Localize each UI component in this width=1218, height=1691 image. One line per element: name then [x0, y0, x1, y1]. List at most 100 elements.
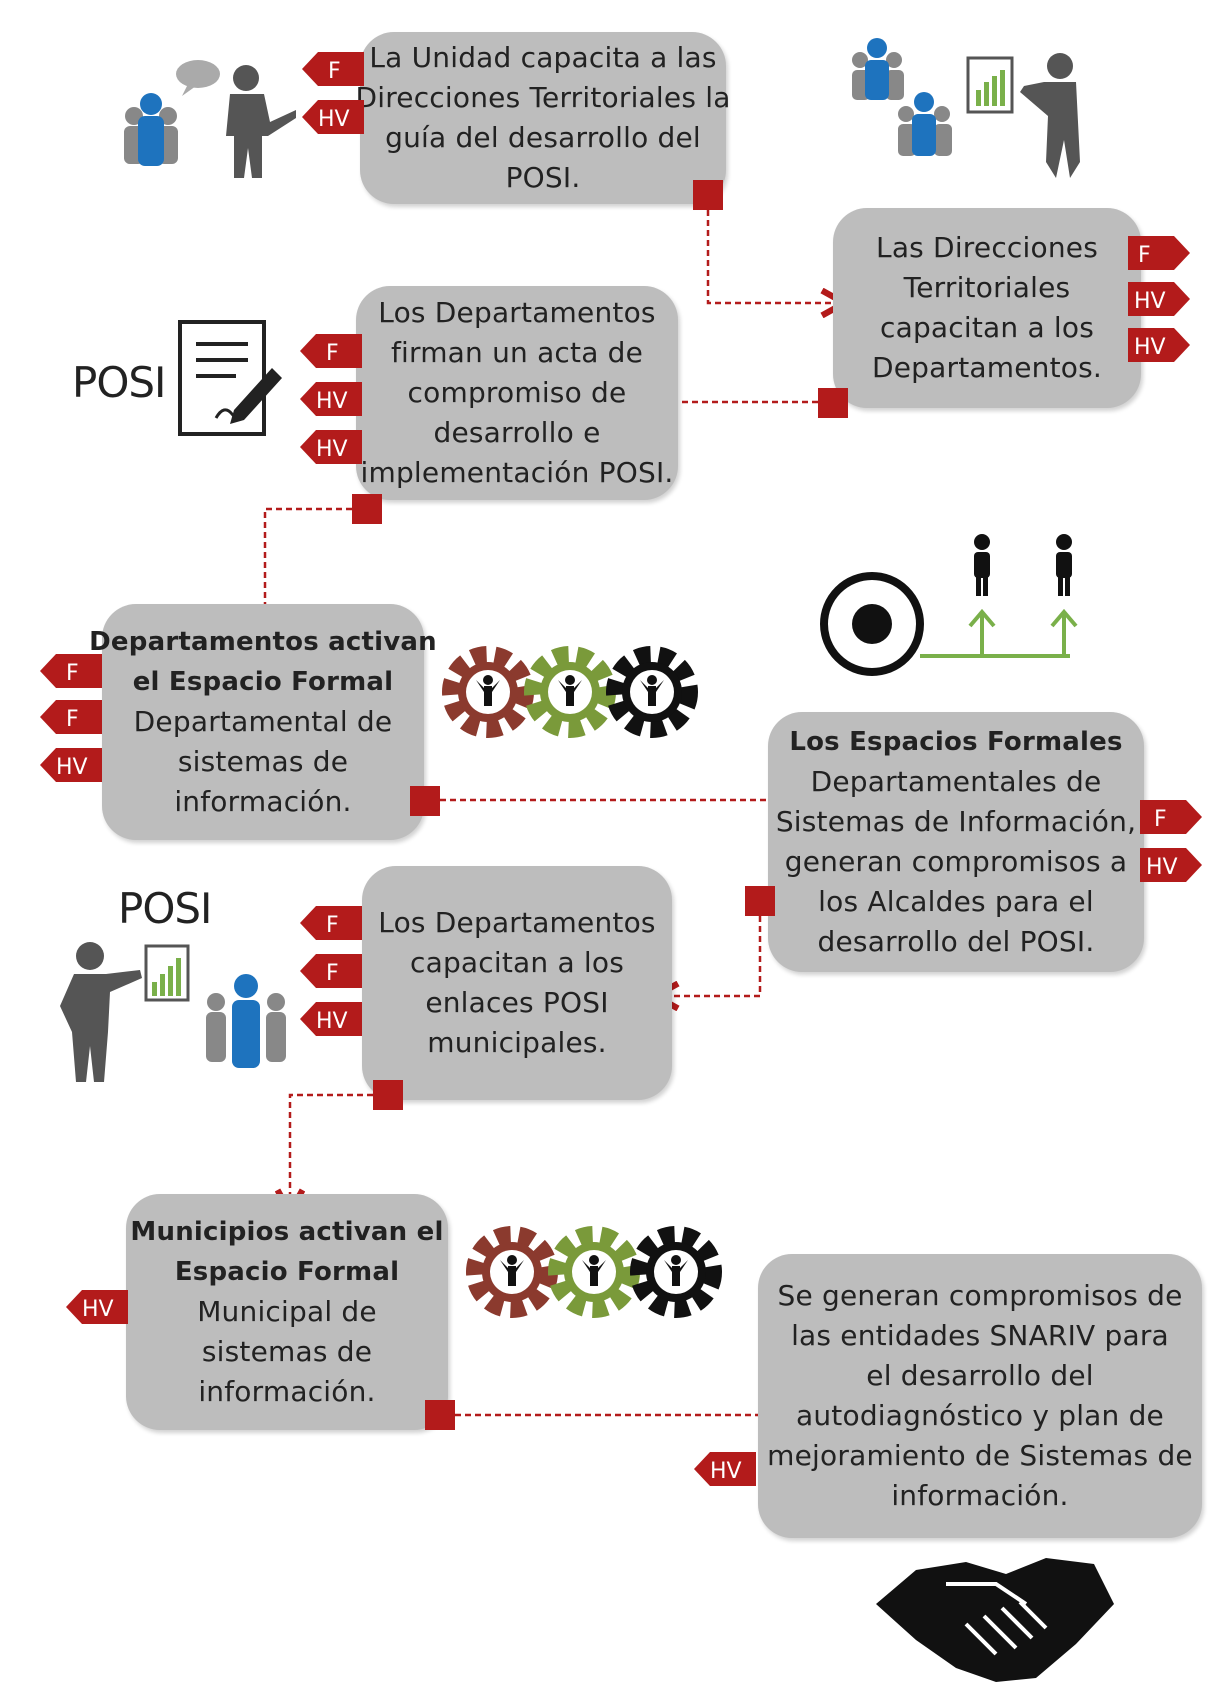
svg-text:HV: HV	[1146, 855, 1178, 880]
tag-f-left: F	[40, 700, 102, 734]
step-1-line: Direcciones Territoriales la	[355, 81, 731, 114]
chart-presentation-icon	[852, 38, 1080, 178]
step-box-4: Departamentos activan el Espacio Formal …	[89, 604, 437, 840]
tag-f-left: F	[300, 954, 362, 988]
step-1-line: La Unidad capacita a las	[369, 41, 717, 74]
step-4-line: Departamentos activan	[89, 627, 437, 657]
step-6-line: enlaces POSI	[425, 986, 609, 1019]
document-sign-icon	[178, 320, 282, 436]
step-6-line: Los Departamentos	[378, 906, 656, 939]
tag-hv-left: HV	[694, 1452, 756, 1486]
step-4-line: sistemas de	[177, 745, 349, 778]
connector-node	[745, 886, 775, 916]
svg-text:F: F	[326, 961, 339, 986]
target-people-icon	[820, 534, 1078, 676]
step-2-line: Territoriales	[903, 271, 1071, 304]
step-8-line: las entidades SNARIV para	[791, 1319, 1169, 1352]
step-6-line: capacitan a los	[410, 946, 624, 979]
svg-text:HV: HV	[1134, 335, 1166, 360]
people-presentation-icon	[124, 60, 296, 178]
step-2-line: capacitan a los	[880, 311, 1094, 344]
people-presentation-icon	[60, 942, 286, 1082]
tag-hv-left: HV	[66, 1290, 128, 1324]
svg-text:F: F	[326, 341, 339, 366]
tag-f-right: F	[1140, 800, 1202, 834]
connector-node	[373, 1080, 403, 1110]
tag-hv-left: HV	[300, 430, 362, 464]
step-box-5: Los Espacios Formales Departamentales de…	[768, 712, 1144, 972]
step-box-3: Los Departamentos firman un acta de comp…	[356, 286, 678, 500]
svg-text:HV: HV	[316, 389, 348, 414]
step-5-line: Los Espacios Formales	[789, 727, 1123, 757]
step-5-line: Sistemas de Información,	[775, 805, 1137, 838]
tag-f-left: F	[300, 906, 362, 940]
connector-node	[352, 494, 382, 524]
svg-text:F: F	[1154, 807, 1167, 832]
connector-node	[410, 786, 440, 816]
step-box-6: Los Departamentos capacitan a los enlace…	[362, 866, 672, 1100]
tag-f-left: F	[40, 654, 102, 688]
step-1-line: guía del desarrollo del	[385, 121, 701, 154]
step-2-line: Las Direcciones	[876, 231, 1098, 264]
svg-text:HV: HV	[82, 1297, 114, 1322]
tag-hv-left: HV	[40, 748, 102, 782]
connector-node	[425, 1400, 455, 1430]
connector-1-2	[706, 210, 842, 303]
step-box-8: Se generan compromisos de las entidades …	[758, 1254, 1202, 1538]
step-8-line: Se generan compromisos de	[777, 1279, 1183, 1312]
step-3-line: firman un acta de	[390, 336, 644, 369]
step-5-line: Departamentales de	[810, 765, 1102, 798]
step-8-line: autodiagnóstico y plan de	[796, 1399, 1164, 1432]
step-3-line: compromiso de	[407, 376, 627, 409]
svg-text:F: F	[66, 661, 79, 686]
svg-text:HV: HV	[318, 107, 350, 132]
step-box-7: Municipios activan el Espacio Formal Mun…	[126, 1194, 448, 1430]
tag-hv-left: HV	[300, 1002, 362, 1036]
step-3-line: desarrollo e	[433, 416, 601, 449]
svg-text:F: F	[328, 59, 341, 84]
step-2-line: Departamentos.	[871, 351, 1102, 384]
step-7-line: Municipios activan el	[130, 1217, 444, 1247]
tag-hv-right: HV	[1140, 848, 1202, 882]
step-3-line: Los Departamentos	[378, 296, 656, 329]
step-7-line: información.	[198, 1375, 376, 1408]
connector-node	[693, 180, 723, 210]
tag-hv-right: HV	[1128, 328, 1190, 362]
svg-text:F: F	[66, 707, 79, 732]
step-1-line: POSI.	[505, 161, 581, 194]
posi-label: POSI	[118, 884, 212, 933]
tag-hv-right: HV	[1128, 282, 1190, 316]
connector-6-7	[290, 1093, 373, 1210]
step-4-line: el Espacio Formal	[132, 667, 394, 697]
step-6-line: municipales.	[427, 1026, 607, 1059]
step-5-line: desarrollo del POSI.	[817, 925, 1095, 958]
svg-text:F: F	[1138, 243, 1151, 268]
svg-text:HV: HV	[1134, 289, 1166, 314]
step-3-line: implementación POSI.	[360, 456, 674, 489]
tag-hv-left: HV	[302, 100, 364, 134]
step-7-line: Municipal de	[197, 1295, 377, 1328]
tag-f-left: F	[300, 334, 362, 368]
tag-hv-left: HV	[300, 382, 362, 416]
step-8-line: mejoramiento de Sistemas de	[767, 1439, 1193, 1472]
connector-5-6	[658, 916, 762, 996]
step-7-line: Espacio Formal	[174, 1257, 400, 1287]
step-box-2: Las Direcciones Territoriales capacitan …	[833, 208, 1141, 408]
gears-people-icon	[466, 1226, 722, 1318]
svg-text:HV: HV	[710, 1459, 742, 1484]
svg-text:HV: HV	[316, 1009, 348, 1034]
svg-text:F: F	[326, 913, 339, 938]
step-5-line: los Alcaldes para el	[818, 885, 1094, 918]
connector-node	[818, 388, 848, 418]
step-8-line: el desarrollo del	[866, 1359, 1094, 1392]
step-5-line: generan compromisos a	[784, 845, 1128, 878]
handshake-icon	[876, 1558, 1114, 1682]
step-8-line: información.	[891, 1479, 1069, 1512]
step-box-1: La Unidad capacita a las Direcciones Ter…	[355, 32, 730, 204]
step-7-line: sistemas de	[201, 1335, 373, 1368]
step-4-line: Departamental de	[133, 705, 393, 738]
step-4-line: información.	[174, 785, 352, 818]
svg-text:HV: HV	[316, 437, 348, 462]
gears-people-icon	[442, 646, 698, 738]
